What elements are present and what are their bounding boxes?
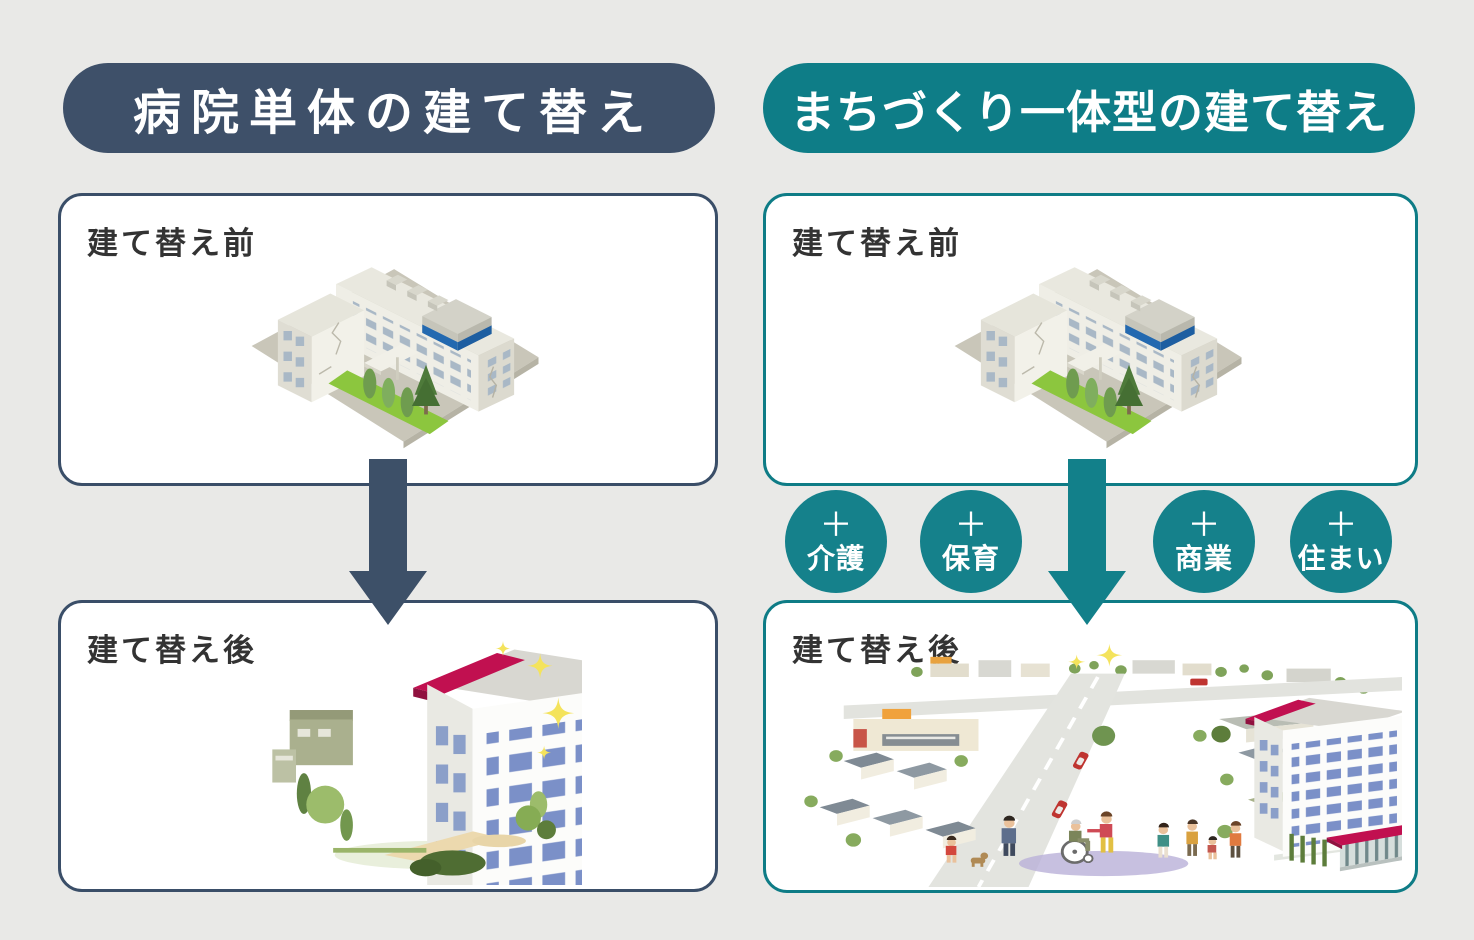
addition-label: 商業: [1174, 542, 1233, 574]
child-figure: [945, 835, 957, 863]
addition-circle-shogyo: ＋ 商業: [1153, 490, 1255, 593]
right-title-pill: まちづくり一体型の建て替え: [763, 63, 1415, 153]
path-and-bushes: [333, 791, 556, 877]
old-hospital-illustration: [246, 226, 546, 451]
addition-circle-sumai: ＋ 住まい: [1290, 490, 1392, 593]
plus-icon: ＋: [819, 506, 853, 544]
right-title: まちづくり一体型の建て替え: [789, 86, 1388, 138]
right-after-box: 建て替え後: [763, 600, 1418, 893]
town-illustration: [804, 643, 1402, 887]
left-title-pill: 病院単体の建て替え: [63, 63, 715, 153]
hospital-center: [1068, 643, 1402, 871]
roads: [843, 673, 1402, 887]
group-figure: [1157, 819, 1242, 860]
plus-icon: ＋: [1324, 506, 1358, 544]
plaza-and-people: [945, 811, 1242, 877]
left-before-label: 建て替え前: [87, 226, 257, 261]
left-after-box: 建て替え後: [58, 600, 718, 892]
dog-figure: [970, 852, 989, 867]
down-arrow-icon: [1048, 459, 1126, 625]
addition-label: 保育: [941, 542, 1000, 574]
addition-circle-hoiku: ＋ 保育: [920, 490, 1022, 593]
cars: [1051, 678, 1208, 819]
old-hospital-illustration: [949, 226, 1249, 451]
right-before-box: 建て替え前: [763, 193, 1418, 486]
right-before-label: 建て替え前: [792, 226, 962, 261]
wheelchair-figure: [1060, 819, 1094, 864]
greenery-left: [296, 773, 353, 841]
addition-circle-kaigo: ＋ 介護: [785, 490, 887, 593]
background-buildings: [272, 710, 353, 783]
new-hospital-illustration: [272, 640, 582, 885]
addition-label: 住まい: [1297, 542, 1385, 574]
left-title: 病院単体の建て替え: [132, 87, 655, 140]
houses-left: [804, 750, 976, 849]
shops-left: [853, 708, 979, 751]
pedestrian-figure: [1001, 815, 1017, 856]
left-after-label: 建て替え後: [87, 633, 257, 668]
left-before-box: 建て替え前: [58, 193, 718, 486]
addition-label: 介護: [806, 542, 865, 574]
down-arrow-icon: [349, 459, 427, 625]
caregiver-figure: [1087, 811, 1114, 853]
plus-icon: ＋: [954, 506, 988, 544]
plus-icon: ＋: [1187, 506, 1221, 544]
